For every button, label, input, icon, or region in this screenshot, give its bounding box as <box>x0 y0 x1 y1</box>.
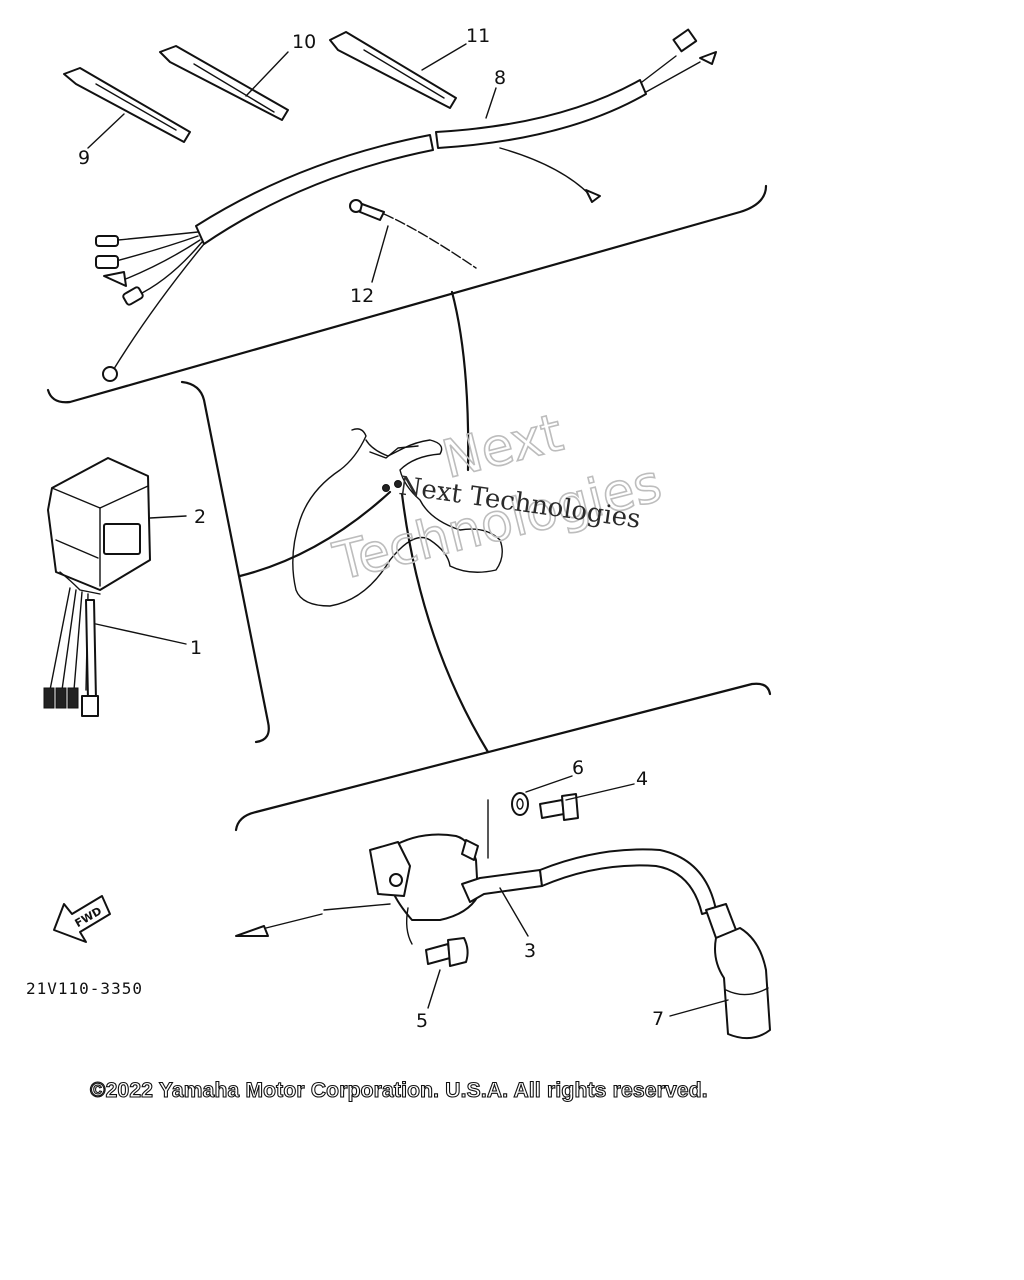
bolt-5 <box>425 937 469 967</box>
motorcycle-outline <box>292 428 503 607</box>
callout-numbers: 1 2 3 4 5 6 7 8 9 10 11 12 <box>78 25 664 1032</box>
forward-arrow-icon: FWD <box>53 895 111 943</box>
callout-7: 7 <box>652 1008 664 1030</box>
callout-11: 11 <box>466 25 490 47</box>
callout-4: 4 <box>636 768 648 790</box>
callout-9: 9 <box>78 147 90 169</box>
watermark-line-1: Next <box>437 403 569 491</box>
callout-12: 12 <box>350 285 374 307</box>
wire-harness-8 <box>95 28 717 382</box>
cdi-lead-wires-1 <box>43 587 99 717</box>
callout-10: 10 <box>292 31 316 53</box>
cable-band-10 <box>159 45 289 121</box>
callout-leaders <box>87 43 729 1017</box>
cdi-unit-2 <box>47 457 151 595</box>
ignition-coil-3 <box>235 799 717 945</box>
cable-band-9 <box>63 67 191 143</box>
callout-8: 8 <box>494 67 506 89</box>
copyright-notice: ©2022 Yamaha Motor Corporation. U.S.A. A… <box>90 1079 708 1102</box>
part-code: 21V110-3350 <box>26 979 143 998</box>
watermark: Next Technologies Next Technologies <box>327 402 668 593</box>
cable-band-11 <box>329 31 457 109</box>
callout-1: 1 <box>190 637 202 659</box>
callout-6: 6 <box>572 757 584 779</box>
plug-cap-7 <box>705 903 771 1040</box>
panel-frames <box>46 184 772 832</box>
callout-5: 5 <box>416 1010 428 1032</box>
callout-2: 2 <box>194 506 206 528</box>
washer-6 <box>511 792 529 816</box>
lead-wire-12 <box>349 199 477 269</box>
callout-3: 3 <box>524 940 536 962</box>
location-leaders <box>238 290 490 754</box>
